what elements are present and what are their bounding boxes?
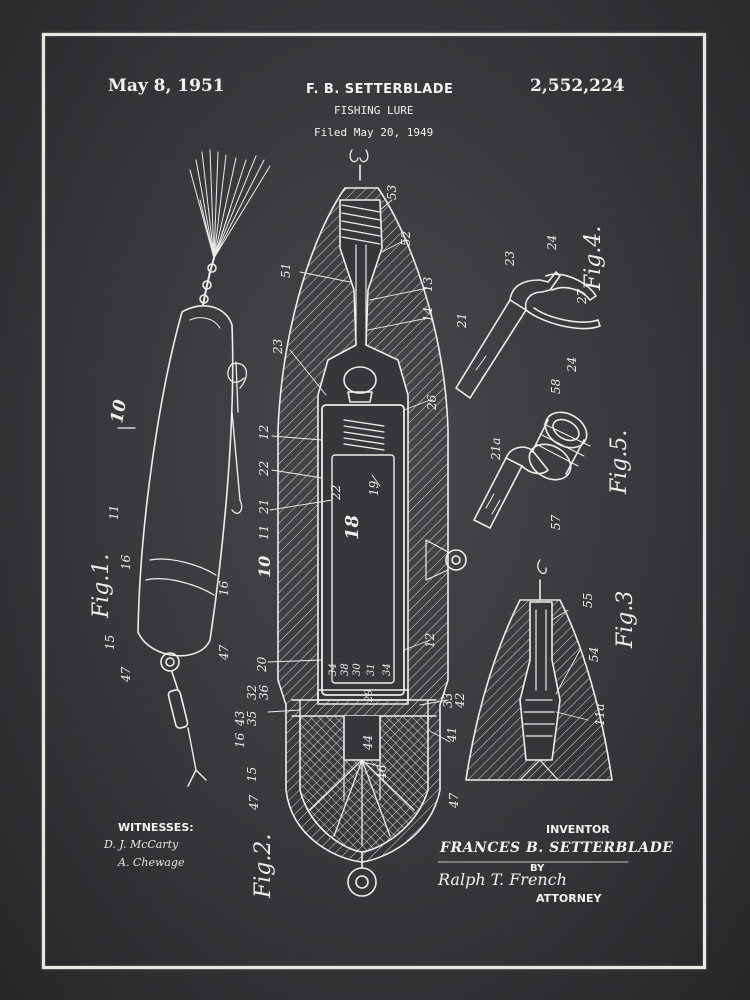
figure-4-contact-clip (455, 271, 601, 399)
svg-text:34: 34 (328, 663, 339, 676)
witness-2-signature: A. Chewage (118, 856, 185, 869)
by-label: BY (530, 863, 545, 874)
fig1-ref-10: 10 (107, 398, 131, 425)
svg-text:31: 31 (366, 663, 377, 676)
witnesses-label: WITNESSES: (118, 821, 194, 834)
svg-text:55: 55 (581, 593, 595, 608)
patent-date: May 8, 1951 (108, 76, 225, 96)
fig5-refs: 58 21a 57 (489, 378, 563, 530)
svg-text:41: 41 (445, 727, 459, 743)
svg-text:12: 12 (257, 425, 271, 440)
inventor-header: F. B. SETTERBLADE (306, 82, 454, 97)
figure-1-lure-exterior: 10 (107, 149, 271, 787)
svg-text:57: 57 (549, 514, 563, 530)
fig1-refs: 11 16 16 15 47 47 (103, 505, 231, 683)
fig4-refs: 24 23 27 21 24 (455, 235, 589, 373)
fig3-label: Fig.3 (613, 591, 638, 649)
attorney-signature: Ralph T. French (438, 870, 567, 889)
figure-3-nose-section (465, 559, 613, 781)
svg-text:38: 38 (340, 663, 351, 676)
svg-text:33: 33 (441, 692, 455, 708)
svg-text:47: 47 (217, 644, 231, 661)
svg-text:30: 30 (352, 663, 363, 676)
svg-text:54: 54 (587, 647, 601, 662)
svg-text:29: 29 (364, 689, 375, 703)
inventor-label: INVENTOR (546, 823, 610, 836)
fig2-label: Fig.2. (251, 834, 276, 899)
inventor-name: FRANCES B. SETTERBLADE (440, 840, 674, 856)
svg-text:34: 34 (382, 663, 393, 676)
svg-text:21a: 21a (489, 438, 503, 461)
svg-text:11: 11 (257, 525, 271, 540)
svg-text:13: 13 (421, 276, 435, 292)
svg-text:32: 32 (245, 685, 259, 700)
svg-text:22: 22 (257, 461, 271, 477)
svg-text:35: 35 (245, 711, 259, 726)
svg-text:51: 51 (279, 263, 293, 278)
fig4-label: Fig.4. (581, 226, 606, 291)
attorney-label: ATTORNEY (536, 892, 602, 905)
svg-text:52: 52 (399, 231, 413, 246)
svg-text:53: 53 (385, 184, 399, 200)
svg-text:21: 21 (257, 499, 271, 515)
svg-text:12: 12 (423, 633, 437, 648)
svg-text:22: 22 (329, 485, 343, 501)
svg-text:16: 16 (233, 732, 247, 748)
patent-title: FISHING LURE (334, 104, 414, 117)
svg-text:36: 36 (257, 684, 271, 700)
svg-text:27: 27 (575, 288, 589, 305)
drawing-border (42, 33, 706, 969)
svg-text:47: 47 (247, 794, 261, 811)
svg-text:43: 43 (233, 710, 247, 727)
svg-text:21: 21 (455, 313, 469, 329)
svg-text:18: 18 (342, 514, 363, 540)
svg-text:58: 58 (549, 378, 563, 394)
svg-text:42: 42 (453, 693, 467, 709)
svg-text:19: 19 (367, 480, 381, 496)
svg-text:24: 24 (565, 357, 579, 373)
svg-text:10: 10 (255, 556, 274, 578)
fig3-refs: 55 54 11a (581, 593, 607, 726)
svg-text:26: 26 (425, 394, 439, 411)
svg-text:23: 23 (503, 250, 517, 267)
svg-text:11a: 11a (593, 704, 607, 726)
patent-number: 2,552,224 (530, 76, 625, 96)
feather-tassel (189, 149, 271, 259)
svg-text:47: 47 (447, 792, 461, 809)
svg-text:24: 24 (545, 235, 559, 251)
filed-date: Filed May 20, 1949 (314, 126, 434, 139)
svg-text:11: 11 (107, 505, 121, 520)
svg-text:15: 15 (245, 767, 259, 782)
svg-text:44: 44 (361, 735, 375, 751)
svg-text:16: 16 (217, 580, 231, 596)
svg-text:23: 23 (271, 338, 285, 355)
svg-text:47: 47 (119, 666, 133, 683)
figure-5-threaded-socket (473, 411, 591, 529)
svg-text:16: 16 (119, 554, 133, 570)
fig2-refs: 53 52 51 13 14 23 26 12 22 21 11 10 18 1… (233, 184, 467, 811)
fig1-label: Fig.1. (89, 554, 114, 619)
svg-text:15: 15 (103, 635, 117, 650)
svg-text:20: 20 (255, 656, 269, 673)
svg-text:46: 46 (375, 764, 389, 781)
witness-1-signature: D. J. McCarty (104, 838, 179, 851)
svg-text:14: 14 (421, 307, 435, 322)
fig5-label: Fig.5. (607, 430, 632, 495)
figure-2-cross-section (267, 149, 467, 897)
